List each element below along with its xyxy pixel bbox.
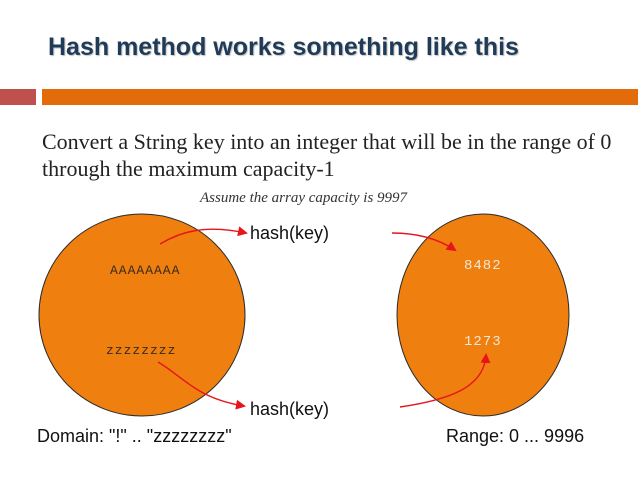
arrow-hash-bottom-to-1273: [399, 353, 491, 408]
range-value-top: 8482: [464, 258, 502, 274]
range-value-bottom: 1273: [464, 334, 502, 350]
domain-label: Domain: "!" .. "zzzzzzzz": [37, 426, 232, 446]
domain-key-top: AAAAAAAA: [110, 263, 181, 278]
arrow-domain-to-hash-top: [159, 226, 248, 245]
accent-bar-orange: [42, 89, 638, 105]
slide-body-text: Convert a String key into an integer tha…: [42, 129, 612, 181]
domain-circle: [38, 213, 246, 417]
range-circle: [396, 213, 570, 417]
accent-bar-red: [0, 89, 36, 105]
slide-title: Hash method works something like this: [48, 33, 519, 61]
domain-key-bottom: zzzzzzzz: [106, 343, 177, 358]
hash-label-bottom: hash(key): [250, 399, 330, 419]
range-label: Range: 0 ... 9996: [446, 426, 585, 446]
arrow-domain-to-hash-bottom: [157, 361, 246, 410]
hash-label-top: hash(key): [250, 223, 330, 243]
arrow-hash-top-to-8482: [391, 232, 457, 252]
capacity-note: Assume the array capacity is 9997: [200, 190, 408, 206]
